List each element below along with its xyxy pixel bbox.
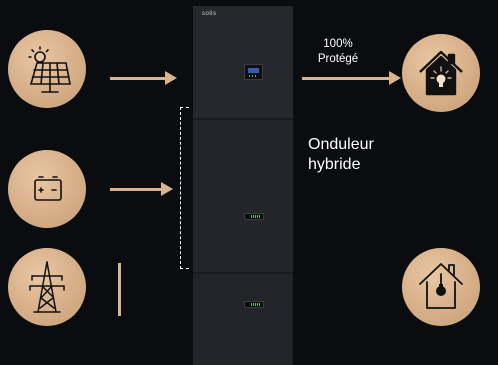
house-unpowered-circle: [402, 248, 480, 326]
protected-percent: 100%: [323, 38, 353, 50]
inverter-display: [244, 64, 263, 80]
grid-pylon-circle: [8, 248, 86, 326]
battery-dashed-bracket: [180, 107, 189, 269]
battery-circle: [8, 150, 86, 228]
battery-icon: [34, 176, 62, 201]
power-pylon-icon: [29, 261, 65, 313]
hybrid-inverter-cabinet: solis: [193, 6, 293, 365]
inverter-label-line2: hybride: [308, 156, 361, 173]
solar-panel-icon: [28, 46, 71, 93]
grid-connection-line: [118, 263, 121, 316]
inverter-module: solis: [193, 6, 293, 120]
battery-indicator-1: [244, 213, 264, 220]
house-bulb-on-icon: [419, 50, 463, 96]
battery-module-2: [193, 274, 293, 365]
solar-panel-circle: [8, 30, 86, 108]
house-powered-circle: [402, 34, 480, 112]
device-brand-logo: solis: [202, 11, 217, 17]
inverter-label: Onduleur hybride: [308, 135, 374, 175]
protected-label: 100% Protégé: [300, 37, 376, 67]
battery-indicator-2: [244, 301, 264, 308]
house-bulb-off-icon: [419, 263, 463, 309]
inverter-label-line1: Onduleur: [308, 136, 374, 153]
battery-module-1: [193, 120, 293, 274]
protected-text: Protégé: [317, 53, 359, 65]
